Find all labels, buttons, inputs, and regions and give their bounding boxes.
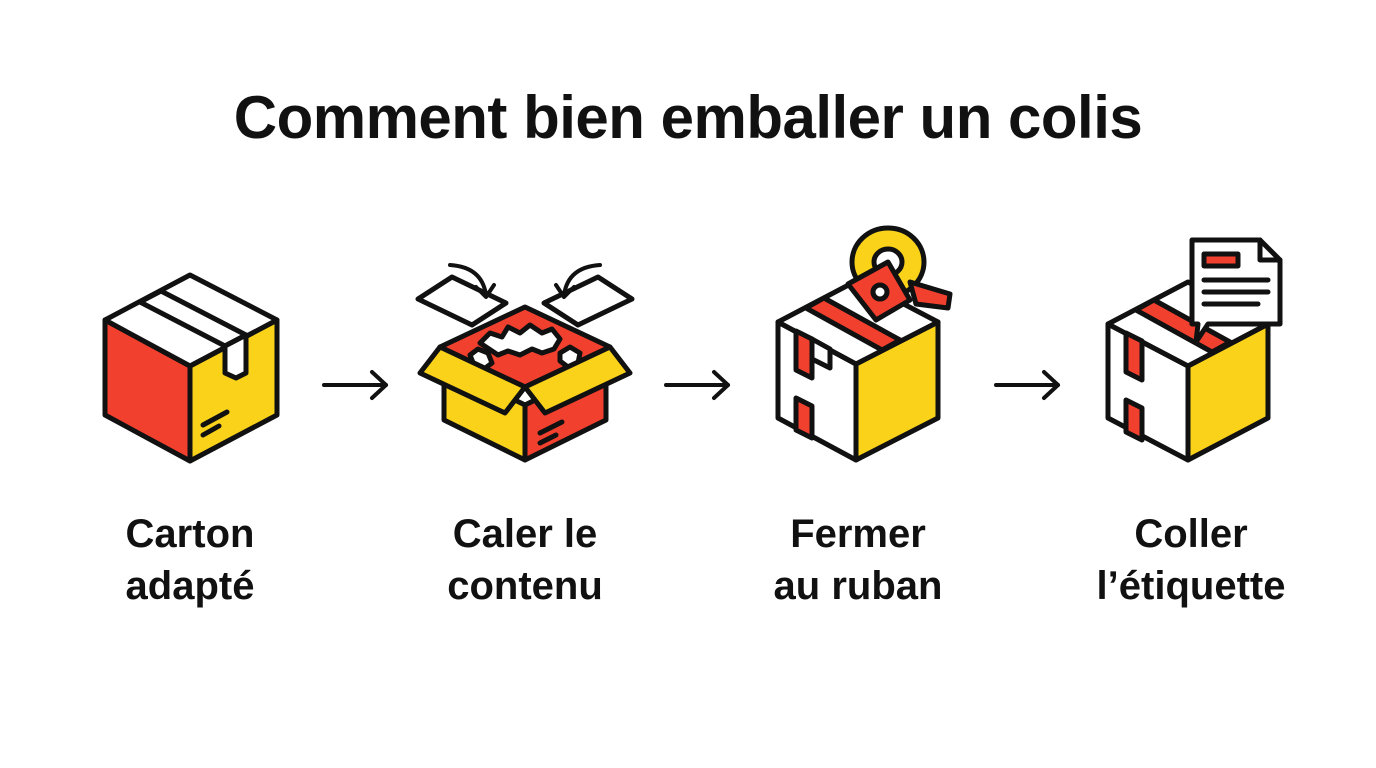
page-title: Comment bien emballer un colis: [233, 84, 1143, 151]
step-label-4-line-2: l’étiquette: [1096, 564, 1286, 608]
step-label-3-line-2: au ruban: [773, 564, 943, 608]
step-label-1: Carton adapté: [40, 508, 340, 612]
step-label-2-line-2: contenu: [447, 564, 603, 608]
step-label-2-line-1: Caler le: [452, 512, 598, 556]
step-label-2: Caler le contenu: [375, 508, 675, 612]
step-label-1-line-1: Carton: [125, 512, 255, 556]
step-label-3-line-1: Fermer: [790, 512, 926, 556]
arrow-right-icon-3: [994, 370, 1060, 400]
step-label-4: Coller l’étiquette: [1041, 508, 1341, 612]
step-label-1-line-2: adapté: [125, 564, 255, 608]
step-label-4-line-1: Coller: [1134, 512, 1248, 556]
step-label-3: Fermer au ruban: [708, 508, 1008, 612]
arrow-right-icon-2: [664, 370, 730, 400]
open-box-filling-icon: [415, 263, 635, 463]
closed-box-icon: [102, 272, 280, 464]
labeled-box-icon: [1105, 237, 1283, 463]
tape-dispenser-box-icon: [775, 225, 953, 463]
arrow-right-icon-1: [322, 370, 388, 400]
